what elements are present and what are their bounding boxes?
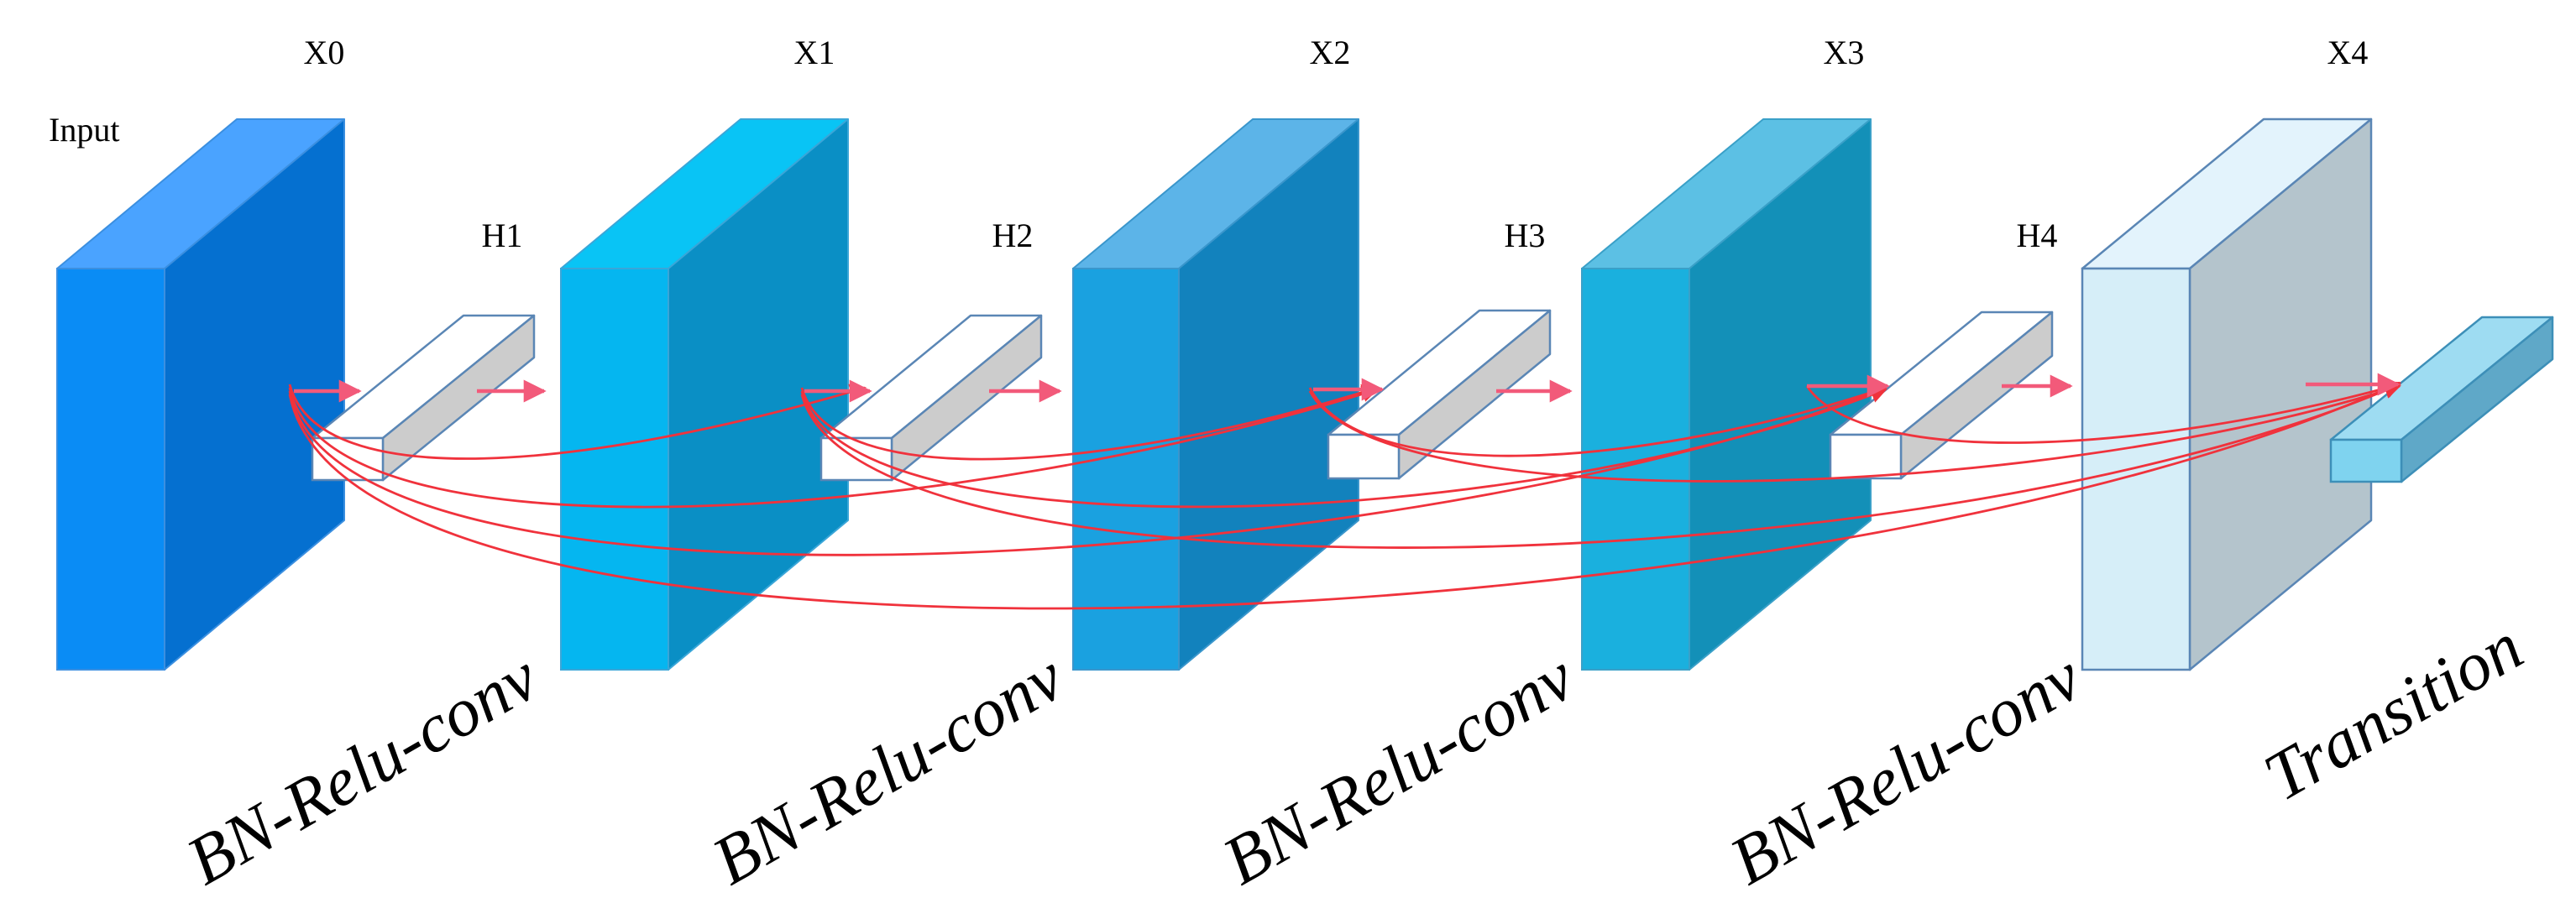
op-label-h4: BN-Relu-conv — [1718, 638, 2094, 899]
layer-label-x2: X2 — [1310, 34, 1351, 71]
block-label-h2: H2 — [992, 217, 1034, 254]
op-label-transition: Transition — [2252, 608, 2536, 815]
block-transition — [2329, 316, 2554, 483]
flow-arrows — [294, 373, 2401, 403]
edge-x0-to-h3 — [288, 386, 1379, 509]
h4-front-face — [1829, 433, 1903, 480]
layer-label-x0: X0 — [304, 34, 345, 71]
edge-x0-to-h4 — [288, 385, 1887, 556]
feature-map-x1 — [560, 118, 849, 671]
edge-x0-to-h2 — [288, 384, 867, 460]
edge-x2-to-transition — [1308, 383, 2401, 483]
edge-x1-to-h4 — [800, 387, 1887, 509]
layer-label-x4: X4 — [2327, 34, 2369, 71]
op-label-h1: BN-Relu-conv — [175, 638, 551, 899]
dense-connections — [288, 380, 2401, 610]
block-h2 — [819, 314, 1043, 482]
x4-front-face — [2081, 267, 2191, 671]
edge-x1-to-h3 — [800, 384, 1379, 461]
edge-x1-to-transition — [800, 383, 2401, 549]
edge-x3-to-transition — [1805, 380, 2401, 444]
layer-label-x1: X1 — [794, 34, 835, 71]
feature-map-x4 — [2081, 117, 2373, 671]
block-label-h1: H1 — [482, 217, 523, 254]
layer-label-x3: X3 — [1824, 34, 1865, 71]
x1-front-face — [560, 268, 669, 671]
input-label: Input — [49, 111, 119, 149]
block-h3 — [1327, 309, 1552, 480]
h1-front-face — [311, 436, 385, 482]
feature-map-x0 — [56, 118, 345, 671]
block-label-h3: H3 — [1505, 217, 1546, 254]
op-label-h3: BN-Relu-conv — [1211, 638, 1587, 899]
block-h4 — [1829, 311, 2054, 480]
x2-front-face — [1072, 268, 1180, 671]
transition-front-face — [2329, 438, 2403, 483]
feature-map-x2 — [1072, 118, 1359, 671]
x0-front-face — [56, 268, 165, 671]
edge-x0-to-transition — [288, 381, 2401, 610]
feature-map-x3 — [1581, 118, 1872, 671]
op-label-h2: BN-Relu-conv — [700, 638, 1076, 899]
block-label-h4: H4 — [2017, 217, 2058, 254]
